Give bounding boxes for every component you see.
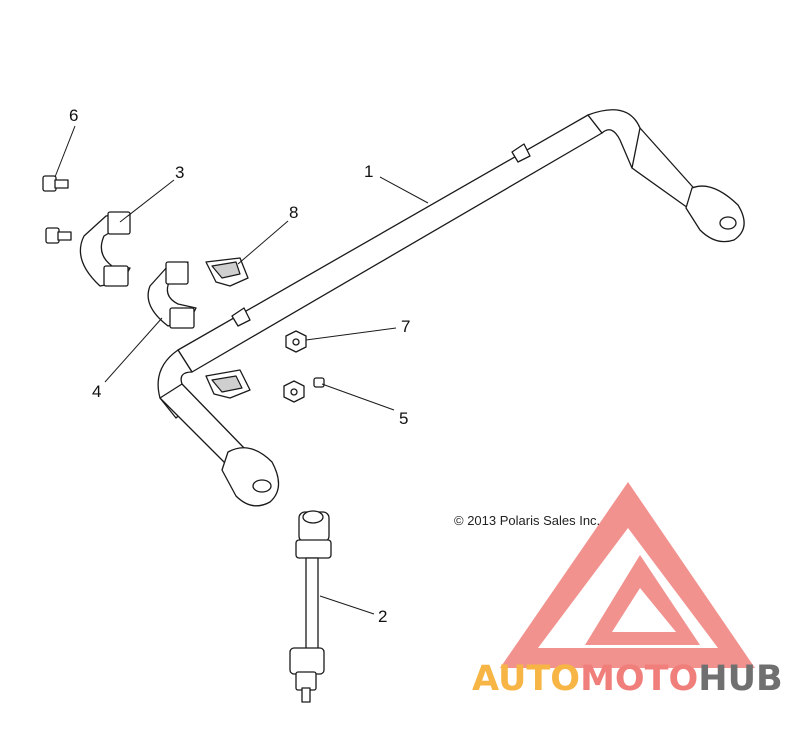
bolt-upper — [42, 175, 69, 192]
callout-6: 6 — [69, 106, 78, 125]
stabilizer-link — [289, 510, 332, 703]
callout-5: 5 — [399, 409, 408, 428]
leader-lines — [54, 125, 429, 615]
stabilizer-bar — [157, 109, 745, 507]
callout-3: 3 — [175, 163, 184, 182]
callout-4: 4 — [92, 382, 101, 401]
watermark-auto: AUTO — [472, 659, 580, 699]
callout-1: 1 — [364, 162, 373, 181]
callout-2: 2 — [378, 607, 387, 626]
bushing-upper — [205, 257, 249, 287]
clamp-bracket-upper — [79, 211, 131, 287]
copyright-notice: © 2013 Polaris Sales Inc. — [454, 513, 600, 528]
nut-upper — [285, 330, 307, 353]
nut-lower — [283, 380, 305, 403]
callout-8: 8 — [289, 203, 298, 222]
bushing-lower — [205, 369, 251, 399]
watermark-moto: MOTO — [580, 659, 698, 699]
grease-fitting — [313, 377, 325, 388]
clamp-bracket-lower — [147, 261, 197, 329]
watermark-text: AUTOMOTOHUB — [472, 659, 783, 699]
watermark-logo-icon — [500, 482, 755, 668]
bolt-lower — [45, 227, 72, 244]
watermark-hub: HUB — [698, 659, 782, 699]
callout-7: 7 — [401, 317, 410, 336]
